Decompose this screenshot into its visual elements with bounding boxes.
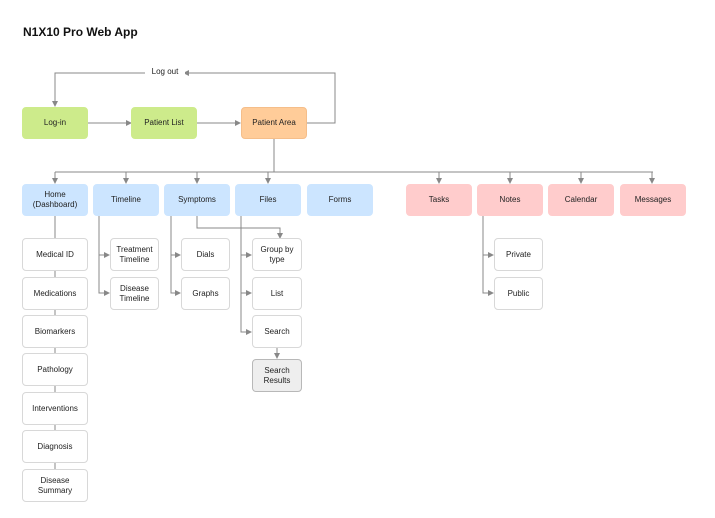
node-group-by-type: Group by type (252, 238, 302, 271)
node-diagnosis: Diagnosis (22, 430, 88, 463)
node-disease-timeline: Disease Timeline (110, 277, 159, 310)
node-interventions: Interventions (22, 392, 88, 425)
node-public: Public (494, 277, 543, 310)
node-patient-area: Patient Area (241, 107, 307, 139)
node-search: Search (252, 315, 302, 348)
node-private: Private (494, 238, 543, 271)
node-biomarkers: Biomarkers (22, 315, 88, 348)
node-login: Log-in (22, 107, 88, 139)
node-files: Files (235, 184, 301, 216)
node-list: List (252, 277, 302, 310)
node-pathology: Pathology (22, 353, 88, 386)
node-home-dashboard: Home (Dashboard) (22, 184, 88, 216)
node-disease-summary: Disease Summary (22, 469, 88, 502)
node-dials: Dials (181, 238, 230, 271)
node-messages: Messages (620, 184, 686, 216)
node-treatment-timeline: Treatment Timeline (110, 238, 159, 271)
node-calendar: Calendar (548, 184, 614, 216)
node-symptoms: Symptoms (164, 184, 230, 216)
node-graphs: Graphs (181, 277, 230, 310)
node-timeline: Timeline (93, 184, 159, 216)
node-tasks: Tasks (406, 184, 472, 216)
node-notes: Notes (477, 184, 543, 216)
logout-edge-label: Log out (145, 67, 185, 77)
node-search-results: Search Results (252, 359, 302, 392)
node-forms: Forms (307, 184, 373, 216)
node-patient-list: Patient List (131, 107, 197, 139)
node-medications: Medications (22, 277, 88, 310)
node-medical-id: Medical ID (22, 238, 88, 271)
page-title: N1X10 Pro Web App (23, 25, 138, 39)
